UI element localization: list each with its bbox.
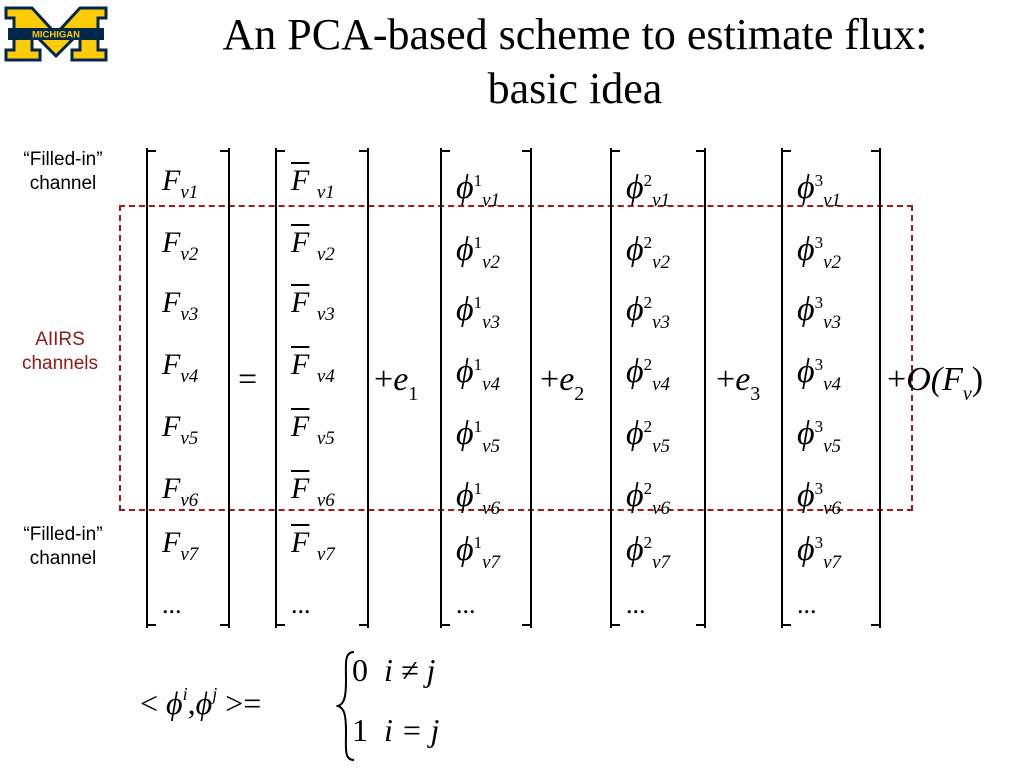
pc3-vector: ϕ3v1 ϕ3v2 ϕ3v3 ϕ3v4 ϕ3v5 ϕ3v6 ϕ3v7 ... [781, 148, 881, 628]
aiirs-channels-highlight-box [119, 205, 913, 511]
case-i-not-equal-j: 0 i ≠ j [352, 652, 436, 688]
title-line-2: basic idea [487, 64, 663, 113]
pc3-entry: ϕ3v3 [797, 291, 842, 333]
pc2-vector: ϕ2v1 ϕ2v2 ϕ2v3 ϕ2v4 ϕ2v5 ϕ2v6 ϕ2v7 ... [610, 148, 706, 628]
pc2-entry: ϕ2v1 [626, 169, 671, 211]
remainder-term: +O(Fv) [887, 361, 984, 405]
pc1-entry: ϕ1v4 [456, 353, 501, 395]
mean-flux-entry: F v5 [291, 410, 335, 449]
mean-flux-entry: F v3 [291, 286, 335, 325]
left-brace [336, 651, 355, 761]
case-i-equal-j: 1 i = j [352, 712, 440, 748]
mean-flux-entry: F v2 [291, 226, 335, 265]
aiirs-channels-label: AIIRS channels [21, 329, 99, 374]
mean-flux-entry: F v7 [291, 526, 335, 565]
pc1-ellipsis: ... [456, 590, 476, 619]
mean-flux-entry: F v4 [291, 348, 335, 387]
pc1-entry: ϕ1v6 [456, 477, 501, 519]
flux-entry: Fv7 [162, 526, 199, 565]
pc2-entry: ϕ2v5 [626, 415, 671, 457]
pc3-entry: ϕ3v2 [797, 231, 842, 273]
pc2-entry: ϕ2v4 [626, 353, 671, 395]
plus-e1-term: +e1 [374, 361, 419, 405]
flux-vector: Fv1 Fv2 Fv3 Fv4 Fv5 Fv6 Fv7 ... [146, 148, 230, 628]
michigan-logo: MICHIGAN [4, 6, 108, 62]
pc3-entry: ϕ3v4 [797, 353, 842, 395]
pc2-entry: ϕ2v7 [626, 531, 671, 573]
filled-in-channel-label-bottom: “Filled-in” channel [23, 524, 103, 569]
filled-in-channel-label-top: “Filled-in” channel [23, 149, 103, 194]
flux-entry: Fv6 [162, 472, 199, 511]
mean-flux-entry: F v6 [291, 472, 335, 511]
flux-entry: Fv3 [162, 286, 199, 325]
flux-entry: Fv1 [162, 164, 199, 203]
mean-flux-ellipsis: ... [291, 590, 311, 619]
pc3-ellipsis: ... [797, 590, 817, 619]
pc1-entry: ϕ1v2 [456, 231, 501, 273]
flux-entry: Fv5 [162, 410, 199, 449]
pc2-entry: ϕ2v2 [626, 231, 671, 273]
slide-title: An PCA-based scheme to estimate flux: ba… [130, 8, 1020, 116]
logo-text: MICHIGAN [32, 30, 80, 41]
pc2-entry: ϕ2v3 [626, 291, 671, 333]
pc1-entry: ϕ1v3 [456, 291, 501, 333]
pc3-entry: ϕ3v7 [797, 531, 842, 573]
mean-flux-vector: F v1 F v2 F v3 F v4 F v5 F v6 F v7 ... [275, 148, 369, 628]
pc3-entry: ϕ3v1 [797, 169, 842, 211]
flux-entry: Fv2 [162, 226, 199, 265]
title-line-1: An PCA-based scheme to estimate flux: [222, 10, 928, 59]
flux-entry: Fv4 [162, 348, 199, 387]
pc1-vector: ϕ1v1 ϕ1v2 ϕ1v3 ϕ1v4 ϕ1v5 ϕ1v6 ϕ1v7 ... [440, 148, 532, 628]
pc1-entry: ϕ1v1 [456, 169, 501, 211]
pc2-entry: ϕ2v6 [626, 477, 671, 519]
orthogonality-relation: < ϕi,ϕj >= 0 i ≠ j 1 i = j [140, 650, 520, 762]
plus-e3-term: +e3 [716, 361, 761, 405]
pc3-entry: ϕ3v6 [797, 477, 842, 519]
plus-e2-term: +e2 [540, 361, 585, 405]
inner-product-lhs: < ϕi,ϕj >= [140, 684, 262, 721]
pc1-entry: ϕ1v5 [456, 415, 501, 457]
flux-ellipsis: ... [162, 590, 182, 619]
equals-sign: = [238, 361, 258, 398]
pc3-entry: ϕ3v5 [797, 415, 842, 457]
mean-flux-entry: F v1 [291, 164, 335, 203]
pc1-entry: ϕ1v7 [456, 531, 501, 573]
pc2-ellipsis: ... [626, 590, 646, 619]
